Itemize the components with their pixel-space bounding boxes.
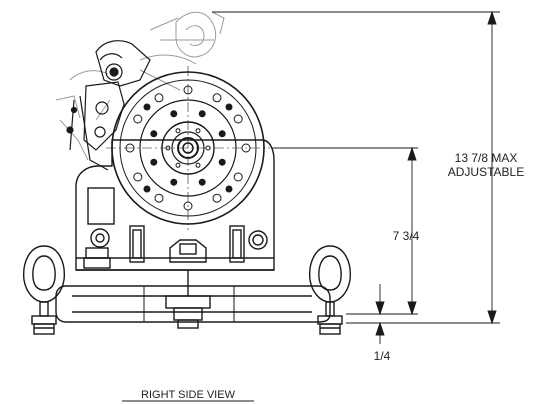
disc-hole-icon bbox=[195, 162, 201, 168]
disc-hole-icon bbox=[218, 158, 226, 166]
disc-hole-icon bbox=[212, 193, 222, 203]
housing-bolt-icon bbox=[248, 230, 268, 250]
disc-hole-icon bbox=[198, 178, 206, 186]
base-plate bbox=[55, 270, 331, 329]
view-title: RIGHT SIDE VIEW bbox=[141, 389, 236, 401]
left-lever-assembly bbox=[66, 40, 151, 171]
disc-hole-icon bbox=[150, 158, 158, 166]
upper-mechanism-sketch bbox=[55, 11, 225, 161]
disc-hole-icon bbox=[150, 130, 158, 138]
left-slot bbox=[129, 225, 145, 263]
disc-hole-icon bbox=[241, 143, 251, 153]
side-panel bbox=[87, 187, 115, 225]
disc-hole-icon bbox=[133, 114, 143, 124]
base-offset-label: 1/4 bbox=[374, 349, 391, 363]
disc-hole-icon bbox=[233, 172, 243, 182]
disc-hole-icon bbox=[175, 162, 181, 168]
disc-hole-icon bbox=[143, 185, 151, 193]
disc-hole-icon bbox=[154, 193, 164, 203]
right-slot bbox=[229, 225, 245, 263]
right-eyebolt-icon bbox=[309, 245, 351, 335]
disc-hole-icon bbox=[183, 201, 193, 211]
disc-hole-icon bbox=[198, 110, 206, 118]
overall-height-label-line1: 13 7/8 MAX bbox=[455, 151, 518, 165]
rotary-disc bbox=[106, 66, 270, 230]
disc-hole-icon bbox=[154, 93, 164, 103]
disc-hole-icon bbox=[225, 103, 233, 111]
disc-hole-icon bbox=[143, 103, 151, 111]
overall-height-label-line2: ADJUSTABLE bbox=[448, 165, 524, 179]
disc-hole-icon bbox=[183, 85, 193, 95]
center-height-dimension bbox=[272, 146, 418, 316]
lever-knob-icon bbox=[105, 63, 123, 81]
left-fitting-icon bbox=[90, 228, 110, 248]
disc-inner-holes bbox=[150, 110, 226, 186]
overall-height-dimension bbox=[212, 10, 500, 325]
disc-hole-icon bbox=[133, 172, 143, 182]
disc-hole-icon bbox=[165, 145, 171, 151]
disc-outer-holes bbox=[125, 85, 251, 211]
main-housing bbox=[75, 139, 275, 271]
disc-hole-icon bbox=[225, 185, 233, 193]
disc-hole-icon bbox=[175, 128, 181, 134]
disc-hole-icon bbox=[233, 114, 243, 124]
disc-hole-icon bbox=[170, 178, 178, 186]
lever-pin-icon bbox=[95, 101, 109, 115]
disc-hole-icon bbox=[205, 145, 211, 151]
center-height-label: 7 3/4 bbox=[393, 229, 420, 243]
base-offset-dimension bbox=[375, 284, 385, 344]
disc-hole-icon bbox=[125, 143, 135, 153]
disc-hole-icon bbox=[212, 93, 222, 103]
disc-hole-icon bbox=[195, 128, 201, 134]
disc-hole-icon bbox=[170, 110, 178, 118]
left-eyebolt-icon bbox=[23, 245, 65, 335]
disc-hole-icon bbox=[218, 130, 226, 138]
